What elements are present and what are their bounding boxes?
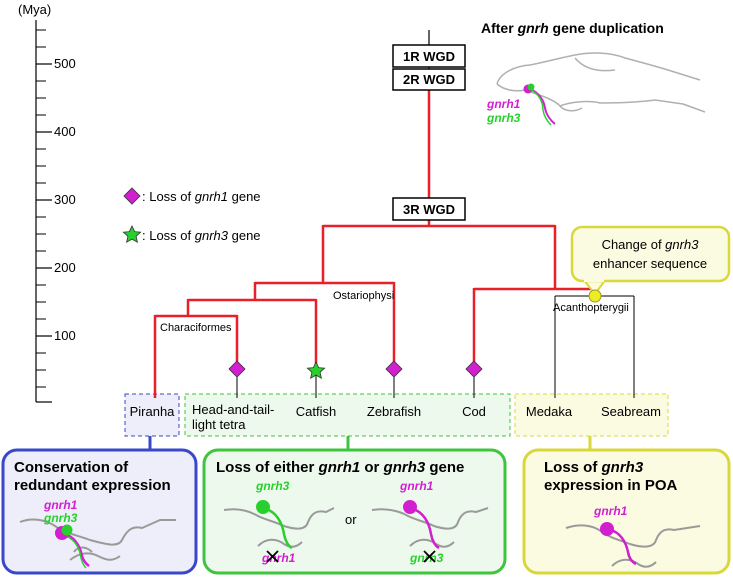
wgd-3r-box: 3R WGD xyxy=(392,197,466,221)
green-left-cross-icon xyxy=(266,550,279,563)
green-right-gnrh1-label: gnrh1 xyxy=(399,479,434,493)
panel-conservation: Conservation of redundant expression gnr… xyxy=(1,448,198,575)
green-right-gnrh1-neuron xyxy=(403,500,417,514)
star-icon xyxy=(122,225,142,243)
wgd-1r-box: 1R WGD xyxy=(392,44,466,68)
panel-loss-either: Loss of either gnrh1 or gnrh3 gene gnrh3… xyxy=(202,448,507,575)
zebrafish-gnrh1-loss-diamond-icon xyxy=(385,360,403,378)
enhancer-change-callout: Change of gnrh3 enhancer sequence xyxy=(570,225,731,296)
taxon-catfish: Catfish xyxy=(296,404,336,419)
green-left-lost-label: gnrh1 xyxy=(261,551,296,565)
taxon-piranha: Piranha xyxy=(130,404,176,419)
green-left-gnrh3-label: gnrh3 xyxy=(255,479,290,493)
phylogenetic-tree xyxy=(153,30,635,398)
panel-blue-title-line2: redundant expression xyxy=(14,477,171,494)
enhancer-change-marker xyxy=(588,289,602,303)
tick-label-300: 300 xyxy=(54,192,76,207)
legend: : Loss of gnrh1 gene : Loss of gnrh3 gen… xyxy=(122,187,261,243)
brain-gnrh3-neuron xyxy=(527,83,535,91)
piranha-group-box xyxy=(124,393,180,437)
wgd-3r-label: 3R WGD xyxy=(403,202,455,217)
fish-brain-illustration xyxy=(496,52,706,113)
green-left-gnrh3-neuron xyxy=(256,500,270,514)
clade-characiformes: Characiformes xyxy=(160,322,232,334)
panel-yellow-title-line1: Loss of gnrh3 xyxy=(544,459,644,476)
taxon-seabream: Seabream xyxy=(601,404,661,419)
legend-gnrh3-loss: : Loss of gnrh3 gene xyxy=(142,228,261,243)
panel-yellow-title-line2: expression in POA xyxy=(544,477,678,494)
catfish-gnrh3-loss-star-icon xyxy=(306,361,326,379)
wgd-2r-label: 2R WGD xyxy=(403,72,455,87)
clade-ostariophysi: Ostariophysi xyxy=(333,290,394,302)
taxon-tetra-line2: light tetra xyxy=(192,417,246,432)
axis-unit-label: (Mya) xyxy=(18,2,51,17)
taxon-cod: Cod xyxy=(462,404,486,419)
tick-label-500: 500 xyxy=(54,56,76,71)
blue-brain-outline xyxy=(19,518,176,561)
legend-gnrh1-loss: : Loss of gnrh1 gene xyxy=(142,189,261,204)
taxon-zebrafish: Zebrafish xyxy=(367,404,421,419)
yellow-gnrh1-label: gnrh1 xyxy=(593,504,628,518)
tick-label-200: 200 xyxy=(54,260,76,275)
callout-line1: Change of gnrh3 xyxy=(602,237,700,252)
cod-gnrh1-loss-diamond-icon xyxy=(465,360,483,378)
blue-gnrh1-label: gnrh1 xyxy=(43,498,78,512)
diagram-title: After gnrh gene duplication xyxy=(481,20,664,36)
axis-ticks xyxy=(36,29,52,403)
tick-label-400: 400 xyxy=(54,124,76,139)
panel-loss-poa: Loss of gnrh3 expression in POA gnrh1 xyxy=(522,448,731,575)
blue-gnrh3-neuron xyxy=(61,524,73,536)
brain-gnrh1-label: gnrh1 xyxy=(486,97,521,111)
green-or-label: or xyxy=(345,512,357,527)
taxon-tetra-line1: Head-and-tail- xyxy=(192,402,274,417)
green-right-cross-icon xyxy=(423,550,436,563)
taxon-medaka: Medaka xyxy=(526,404,573,419)
wgd-1r-label: 1R WGD xyxy=(403,49,455,64)
brain-gnrh3-label: gnrh3 xyxy=(486,111,521,125)
tick-label-100: 100 xyxy=(54,328,76,343)
time-axis: (Mya) 500 400 xyxy=(18,2,76,403)
loss-group-box xyxy=(184,393,511,437)
diamond-icon xyxy=(123,187,141,205)
panel-green-title: Loss of either gnrh1 or gnrh3 gene xyxy=(216,459,464,476)
yellow-gnrh1-neuron xyxy=(600,522,614,536)
acanthopterygii-group-box xyxy=(514,393,669,437)
tetra-gnrh1-loss-diamond-icon xyxy=(228,360,246,378)
clade-acanthopterygii: Acanthopterygii xyxy=(553,302,629,314)
yellow-brain-outline xyxy=(565,524,701,568)
green-left-brain-outline xyxy=(223,507,335,548)
panel-blue-title-line1: Conservation of xyxy=(14,459,129,476)
callout-line2: enhancer sequence xyxy=(593,256,707,271)
blue-gnrh3-label: gnrh3 xyxy=(43,511,78,525)
wgd-2r-box: 2R WGD xyxy=(392,68,466,91)
